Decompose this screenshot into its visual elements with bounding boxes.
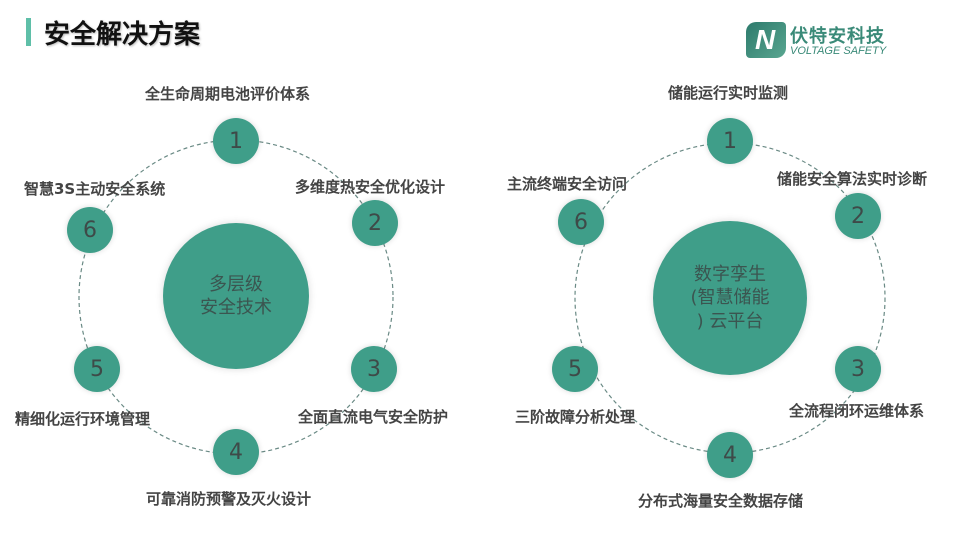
right-center-line3: ) 云平台 <box>696 310 764 332</box>
left-label-4: 可靠消防预警及灭火设计 <box>146 490 312 508</box>
right-label-6: 主流终端安全访问 <box>507 175 628 193</box>
left-label-2: 多维度热安全优化设计 <box>295 178 446 196</box>
right-node-1: 1 <box>707 118 753 164</box>
right-center-circle: 数字孪生(智慧储能) 云平台 <box>653 221 807 375</box>
left-center-circle: 多层级安全技术 <box>163 223 309 369</box>
right-center-line2: (智慧储能 <box>690 287 770 309</box>
page-title: 安全解决方案 <box>44 20 201 50</box>
left-node-6: 6 <box>67 207 113 253</box>
right-node-6: 6 <box>558 199 604 245</box>
left-label-5: 精细化运行环境管理 <box>15 410 151 428</box>
right-label-1: 储能运行实时监测 <box>668 84 789 102</box>
left-node-3: 3 <box>351 346 397 392</box>
left-center-line2: 安全技术 <box>200 297 272 318</box>
logo-name-cn: 伏特安科技 <box>790 26 885 47</box>
right-center-line1: 数字孪生 <box>694 263 766 285</box>
left-label-1: 全生命周期电池评价体系 <box>145 85 311 103</box>
right-label-3: 全流程闭环运维体系 <box>789 402 925 420</box>
left-label-6: 智慧3S主动安全系统 <box>24 180 166 198</box>
left-node-1: 1 <box>213 118 259 164</box>
left-node-5: 5 <box>74 346 120 392</box>
right-label-2: 储能安全算法实时诊断 <box>777 170 928 188</box>
right-node-3: 3 <box>835 346 881 392</box>
logo-icon: N <box>746 22 786 58</box>
right-node-4: 4 <box>707 432 753 478</box>
company-logo: N 伏特安科技 VOLTAGE SAFETY <box>746 22 916 62</box>
right-label-4: 分布式海量安全数据存储 <box>638 492 804 510</box>
title-accent-bar <box>26 18 31 46</box>
left-center-line1: 多层级 <box>209 273 263 295</box>
left-node-4: 4 <box>213 429 259 475</box>
logo-name-en: VOLTAGE SAFETY <box>790 45 887 57</box>
right-label-5: 三阶故障分析处理 <box>515 408 636 426</box>
right-node-2: 2 <box>835 193 881 239</box>
right-node-5: 5 <box>552 346 598 392</box>
left-label-3: 全面直流电气安全防护 <box>298 408 449 426</box>
left-node-2: 2 <box>352 200 398 246</box>
